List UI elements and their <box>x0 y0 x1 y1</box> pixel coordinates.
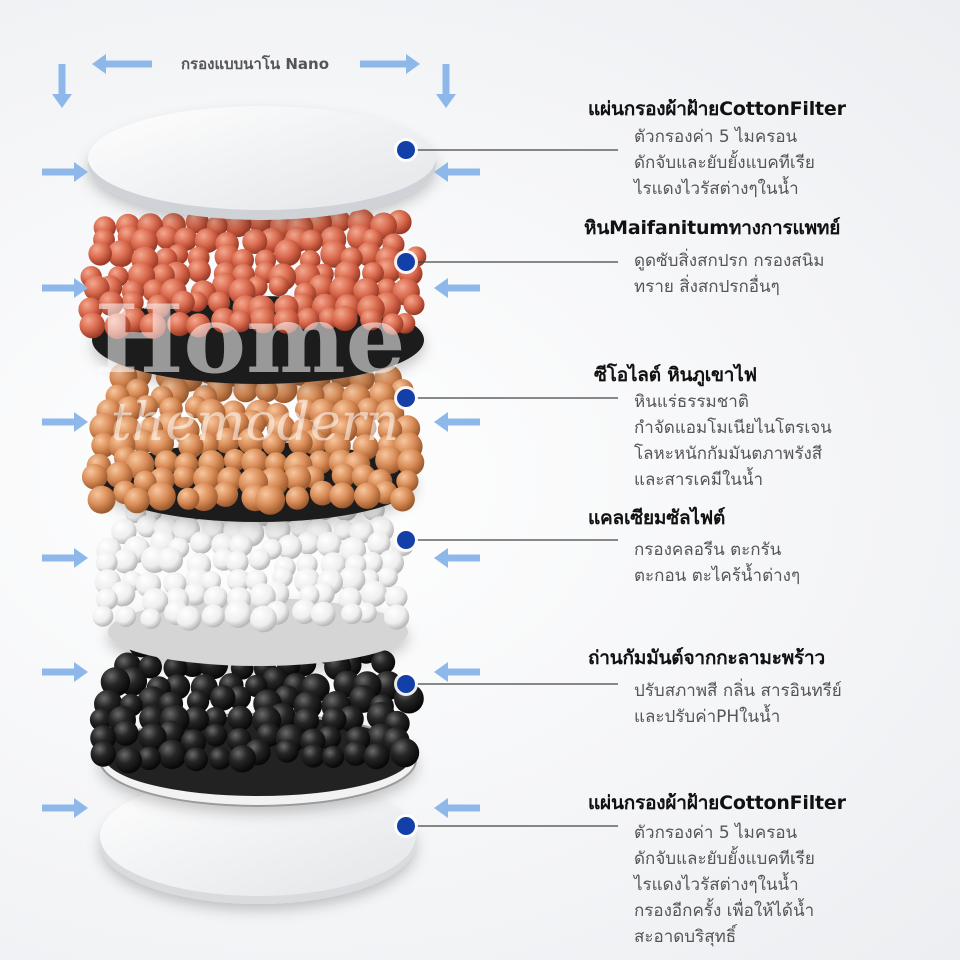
zeolite-layer <box>81 357 425 522</box>
description-line: ดักจับและยับยั้งแบคทีเรีย <box>634 153 815 173</box>
nano-caption: กรองแบบนาโน Nano <box>180 55 330 73</box>
layer-title: ถ่านกัมมันต์จากกะลามะพร้าว <box>588 647 825 669</box>
description-line: ตัวกรองค่า 5 ไมครอน <box>634 127 798 147</box>
layer-description: ปรับสภาพสี กลิ่น สารอินทรีย์และปรับค่าPH… <box>634 678 842 730</box>
marker-dot <box>397 141 415 159</box>
marker-dot <box>397 389 415 407</box>
description-line: กำจัดแอมโมเนียไนโตรเจน <box>634 418 832 438</box>
layer-title: ซีโอไลต์ หินภูเขาไฟ <box>594 364 757 386</box>
watermark: Home themodern <box>95 285 406 453</box>
marker-dot <box>397 253 415 271</box>
description-line: กรองคลอรีน ตะกรัน <box>634 540 782 560</box>
maifanitum-layer <box>78 208 427 384</box>
svg-text:themodern: themodern <box>111 393 399 453</box>
layer-title: หินMaifanitumทางการแพทย์ <box>584 217 841 239</box>
description-line: ไรแดงไวรัสต่างๆในน้ำ <box>634 179 799 199</box>
layer-description: ตัวกรองค่า 5 ไมครอนดักจับและยับยั้งแบคที… <box>634 124 815 202</box>
layer-description: กรองคลอรีน ตะกรันตะกอน ตะไคร้น้ำต่างๆ <box>634 537 800 589</box>
description-line: และปรับค่าPHในน้ำ <box>634 707 781 727</box>
description-line: ดูดซับสิ่งสกปรก กรองสนิม <box>634 251 825 271</box>
layer-title: แคลเซียมซัลไฟต์ <box>588 507 726 529</box>
leader-lines <box>394 138 618 838</box>
layer-title: แผ่นกรองผ้าฝ้ายCottonFilter <box>588 792 846 814</box>
layer-title: แผ่นกรองผ้าฝ้ายCottonFilter <box>588 98 846 120</box>
description-line: ดักจับและยับยั้งแบคทีเรีย <box>634 849 815 869</box>
marker-dot <box>397 817 415 835</box>
description-line: สะอาดบริสุทธิ์ <box>634 927 737 947</box>
description-line: และสารเคมีในน้ำ <box>634 470 764 490</box>
description-line: โลหะหนักกัมมันตภาพรังสี <box>634 444 823 464</box>
layer-description: ตัวกรองค่า 5 ไมครอนดักจับและยับยั้งแบคที… <box>634 820 815 950</box>
description-line: ตัวกรองค่า 5 ไมครอน <box>634 823 798 843</box>
calcium-layer <box>92 495 415 666</box>
layer-description: ดูดซับสิ่งสกปรก กรองสนิมทราย สิ่งสกปรกอื… <box>634 248 825 300</box>
marker-dot <box>397 531 415 549</box>
svg-text:Home: Home <box>95 285 406 395</box>
flow-arrows <box>42 54 480 818</box>
description-line: ตะกอน ตะไคร้น้ำต่างๆ <box>634 566 801 586</box>
cotton-disc-bottom <box>100 776 416 904</box>
marker-dot <box>397 675 415 693</box>
description-line: ปรับสภาพสี กลิ่น สารอินทรีย์ <box>634 681 842 701</box>
layer-description: หินแร่ธรรมชาติกำจัดแอมโมเนียไนโตรเจนโลหะ… <box>634 389 832 493</box>
cotton-disc-top <box>88 106 436 220</box>
description-line: กรองอีกครั้ง เพื่อให้ได้น้ำ <box>634 901 815 921</box>
description-line: หินแร่ธรรมชาติ <box>634 392 749 412</box>
description-line: ไรแดงไวรัสต่างๆในน้ำ <box>634 875 799 895</box>
description-line: ทราย สิ่งสกปรกอื่นๆ <box>634 277 780 297</box>
